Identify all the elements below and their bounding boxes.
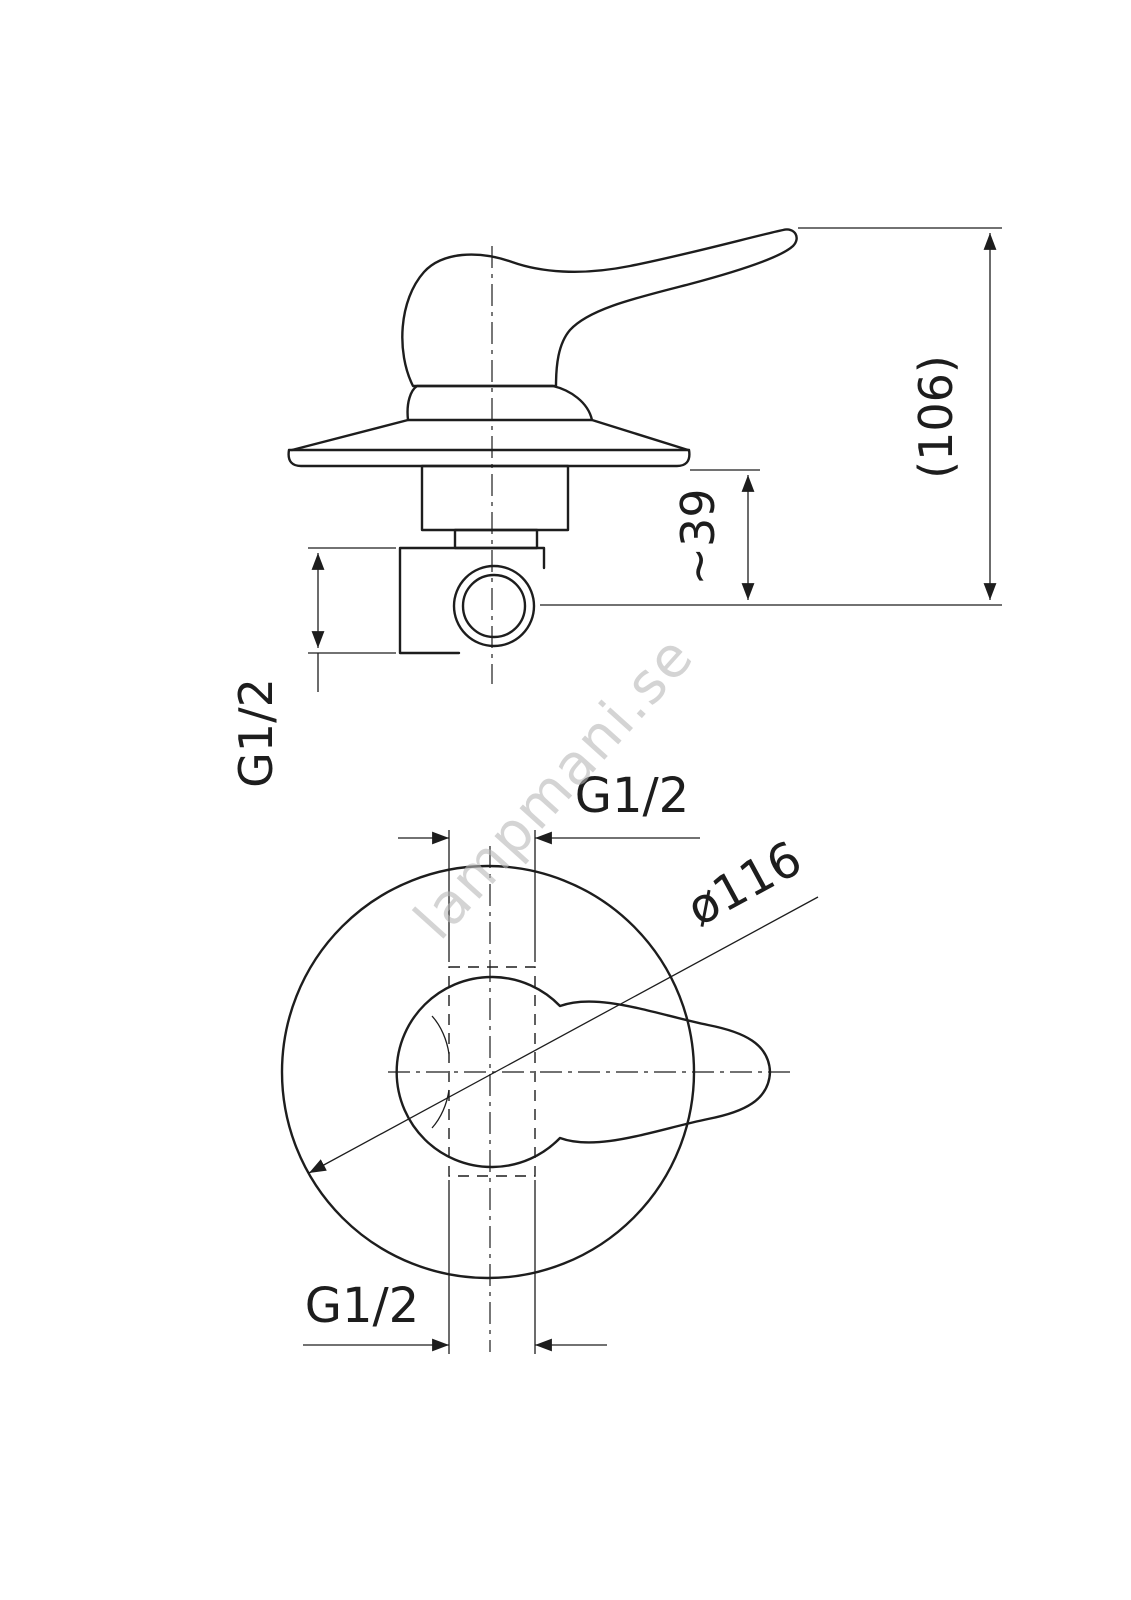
dim-label-flange-diameter: ø116	[678, 830, 811, 937]
front-view	[280, 846, 795, 1352]
side-escutcheon-plate	[287, 448, 691, 468]
side-elbow-block	[398, 546, 546, 655]
side-view	[287, 228, 798, 684]
side-outlet-port-inner	[461, 573, 527, 639]
front-ball-arc-lower	[431, 1089, 450, 1129]
front-lever	[395, 975, 772, 1169]
front-hidden-body	[448, 966, 536, 1177]
dim-label-thread-side: G1/2	[229, 678, 283, 788]
side-neck	[453, 528, 539, 550]
side-valve-body	[420, 464, 570, 532]
side-lever-handle	[401, 228, 798, 388]
dim-label-overall-height: (106)	[909, 355, 963, 479]
front-ball-arc-upper	[431, 1015, 450, 1055]
side-trumpet	[290, 418, 690, 452]
side-dome-cap	[406, 384, 594, 422]
side-outlet-port-outer	[452, 564, 536, 648]
dim-line-flange-diameter	[308, 896, 819, 1174]
dim-label-thread-bottom: G1/2	[305, 1278, 419, 1334]
side-view-dimensions: (106) ~39 G1/2	[229, 227, 1002, 788]
dim-label-thread-top: G1/2	[575, 768, 689, 824]
dim-label-projection-depth: ~39	[671, 488, 725, 585]
